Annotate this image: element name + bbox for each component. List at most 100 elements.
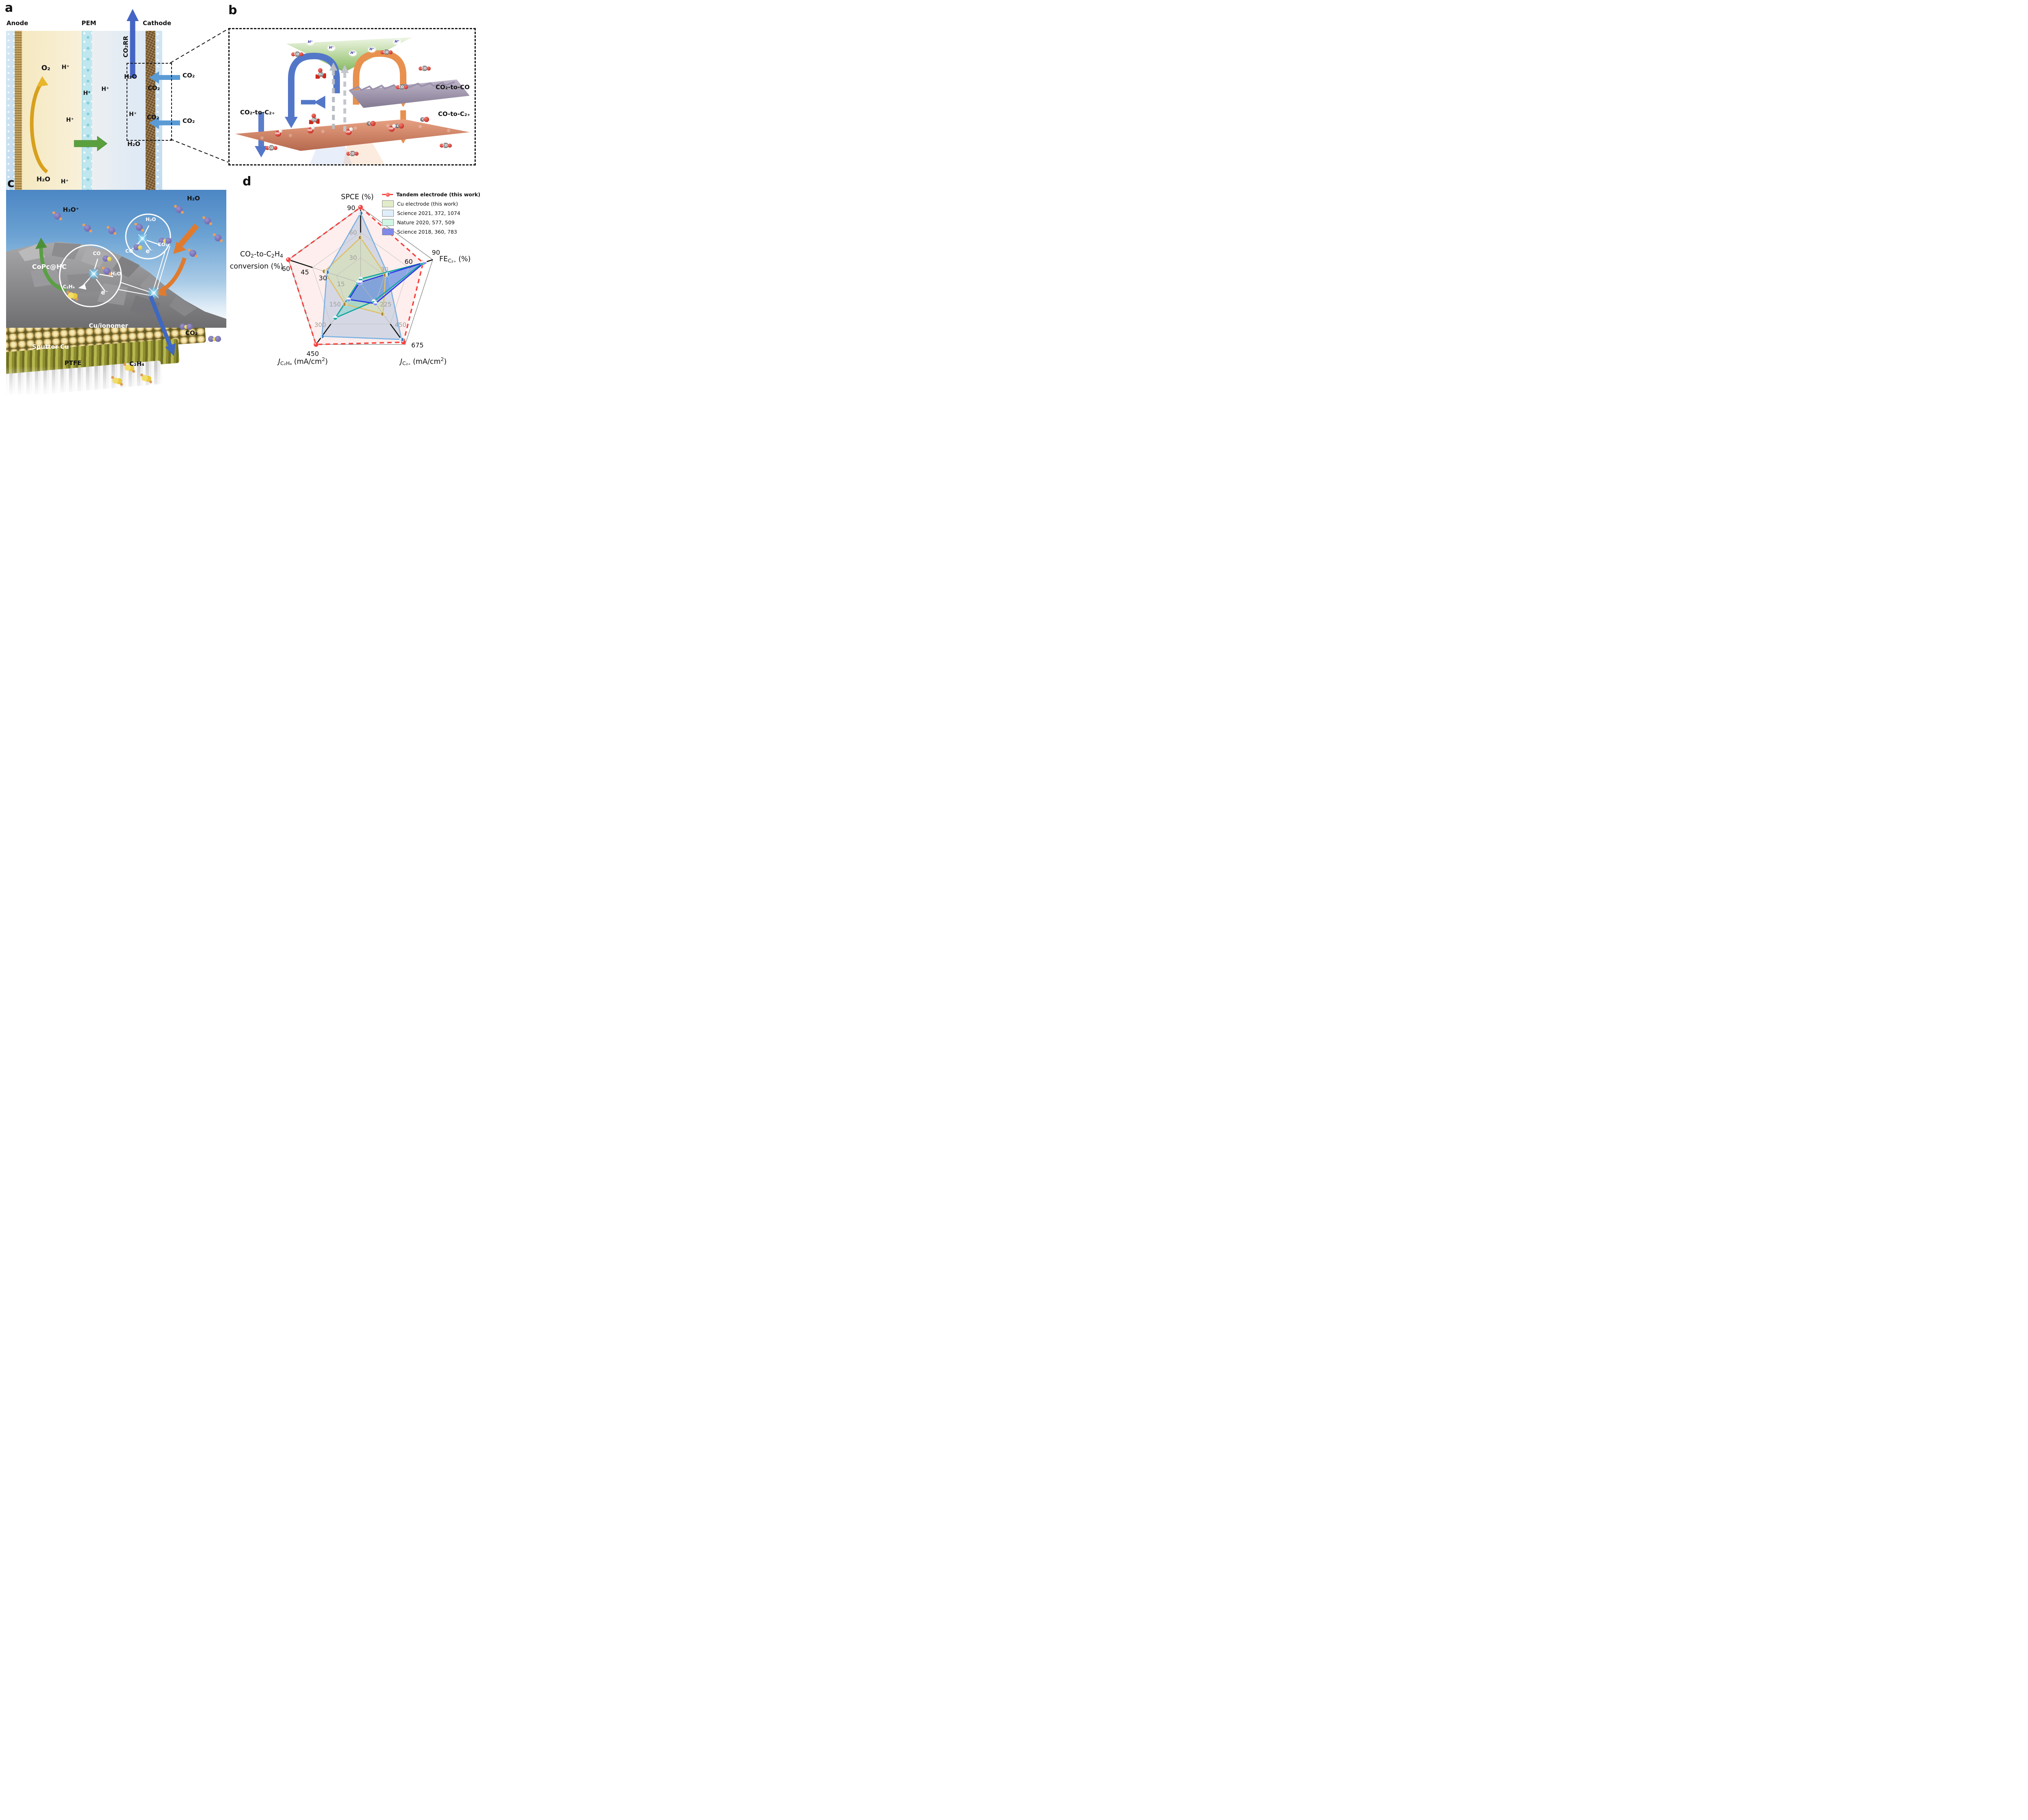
co2-label-inside-top: CO₂ (148, 84, 160, 92)
axis-tick-label: 90 (347, 204, 355, 212)
grid-ring (336, 258, 385, 304)
blue-inner-arrowhead (314, 96, 325, 109)
legend-item: Nature 2020, 577, 509 (382, 218, 488, 227)
panel-c-scene (6, 213, 226, 356)
blue-c2h4-arrowhead (165, 343, 176, 356)
co2-molecule (208, 336, 221, 342)
sputter-cu-label: Sputter Cu (32, 343, 69, 350)
data-point-half (386, 272, 388, 277)
hydroxide-molecule: OH⁻ (307, 126, 315, 133)
silver-catalyst-sheet (349, 80, 470, 108)
ptfe-label: PTFE (64, 359, 82, 367)
pem-membrane (82, 31, 93, 196)
co2-label-feed-top: CO₂ (183, 72, 195, 79)
axis-tick-label: 60 (282, 265, 290, 273)
molecule-label: H⁺ (329, 46, 334, 50)
c2h4-product-arrowhead (78, 284, 86, 290)
legend-label: Nature 2020, 577, 509 (397, 219, 455, 226)
c2h4-molecule (67, 291, 78, 301)
legend-swatch (382, 210, 394, 217)
h-plus-label: H⁺ (66, 117, 74, 123)
molecule-label: CO₂ (398, 85, 406, 89)
proton-label: H⁺ (368, 47, 376, 52)
legend-item: Tandem electrode (this work) (382, 190, 488, 199)
legend-swatch (382, 219, 394, 226)
data-point-highlight (287, 258, 289, 260)
legend-item: Cu electrode (this work) (382, 199, 488, 208)
legend-swatch (382, 192, 393, 197)
co-molecule: CO (367, 121, 376, 126)
co2-molecule: CO₂ (265, 145, 277, 150)
co2rr-arrowhead (127, 9, 139, 21)
axis-title: conversion (%) (230, 262, 283, 271)
carbonate-arrowhead-1 (329, 62, 337, 71)
axis-spoke-outer (316, 324, 331, 345)
proton-label: H⁺ (393, 39, 401, 45)
cathode-electrode (146, 31, 155, 196)
carbonate-molecule: CO₃²⁻ (316, 68, 326, 79)
water-molecule (188, 249, 198, 258)
molecule-label: CO₂ (294, 52, 301, 56)
c2h4-product-label: C₂H₄ (129, 360, 144, 367)
reaction-arrows-2 (94, 258, 114, 292)
c2h4-molecule (111, 376, 123, 386)
orange-loop-arrow (353, 50, 406, 105)
axis-tick-label: 150 (329, 301, 341, 308)
callout-lines (118, 245, 170, 296)
h2o-label-bottom: H₂O (127, 140, 140, 148)
anolyte-channel (6, 31, 15, 196)
axis-title: JC₂₊ (mA/cm2) (399, 356, 447, 366)
data-point-half (373, 301, 378, 304)
molecule-label: CO (397, 124, 402, 128)
orange-h2o-arrowhead (173, 242, 186, 254)
axis-spoke-outer (288, 259, 313, 268)
axis-tick-label: 60 (404, 258, 412, 265)
panel-c-letter: c (7, 176, 15, 190)
data-point (358, 204, 363, 210)
molecule-label: OH⁻ (346, 130, 352, 133)
molecule-label: CO₂ (421, 67, 428, 70)
water-molecule (213, 233, 223, 242)
blue-loop-arrow (288, 52, 340, 118)
molecule-label: CO₂ (349, 152, 356, 155)
axis-tick-label: 30 (381, 266, 389, 273)
legend-label: Science 2018, 360, 783 (397, 229, 457, 235)
data-point (313, 342, 319, 347)
panel-b: CO₂ CO₂ CO₂ CO₂ CO₂ CO₂ CO₂ CO₃²⁻ CO₃²⁻ … (228, 28, 476, 165)
circle2-co-label: CO (93, 251, 101, 256)
co-molecule: CO (420, 117, 429, 122)
data-point-half (423, 260, 427, 262)
panel-d-letter: d (243, 174, 251, 189)
panel-a-letter: a (5, 1, 13, 15)
data-point-half (372, 299, 376, 301)
axis-tick-label: 225 (380, 301, 392, 308)
data-point-highlight (359, 206, 361, 207)
data-point-highlight (314, 343, 316, 345)
legend-label: Tandem electrode (this work) (396, 191, 481, 198)
o2-label: O₂ (41, 64, 50, 72)
green-h3o-arrow (39, 245, 67, 292)
legend-swatch (382, 228, 394, 235)
water-molecule (202, 216, 212, 225)
h-plus-label: H⁺ (61, 178, 69, 185)
proton-label: H⁺ (307, 40, 314, 45)
molecule-label: CO₂ (442, 144, 449, 147)
data-point-half (399, 337, 402, 342)
co2-feed-arrow-top (149, 71, 180, 84)
series-outline (321, 213, 402, 340)
data-point-half (345, 302, 348, 307)
co2-molecule: CO₂ (380, 49, 393, 55)
h-plus-label-box: H⁺ (129, 111, 137, 118)
co2-molecule: CO₂ (419, 66, 431, 71)
proton-transport-arrow (74, 136, 107, 151)
hydroxide-molecule: OH⁻ (275, 129, 282, 137)
water-molecule (107, 226, 116, 235)
blue-down-arrowhead (255, 146, 268, 157)
data-point-half (333, 316, 337, 318)
axis-tick-label: 450 (395, 321, 406, 329)
figure-canvas: a Anode PEM Cathode CO₂RR O₂ H₂O H⁺ H⁺ (0, 0, 573, 455)
legend-item: Science 2018, 360, 783 (382, 227, 488, 236)
circle1-co2-label: CO₂ (158, 242, 168, 247)
molecule-label: CO₂ (383, 50, 390, 54)
data-point-half (359, 277, 363, 279)
